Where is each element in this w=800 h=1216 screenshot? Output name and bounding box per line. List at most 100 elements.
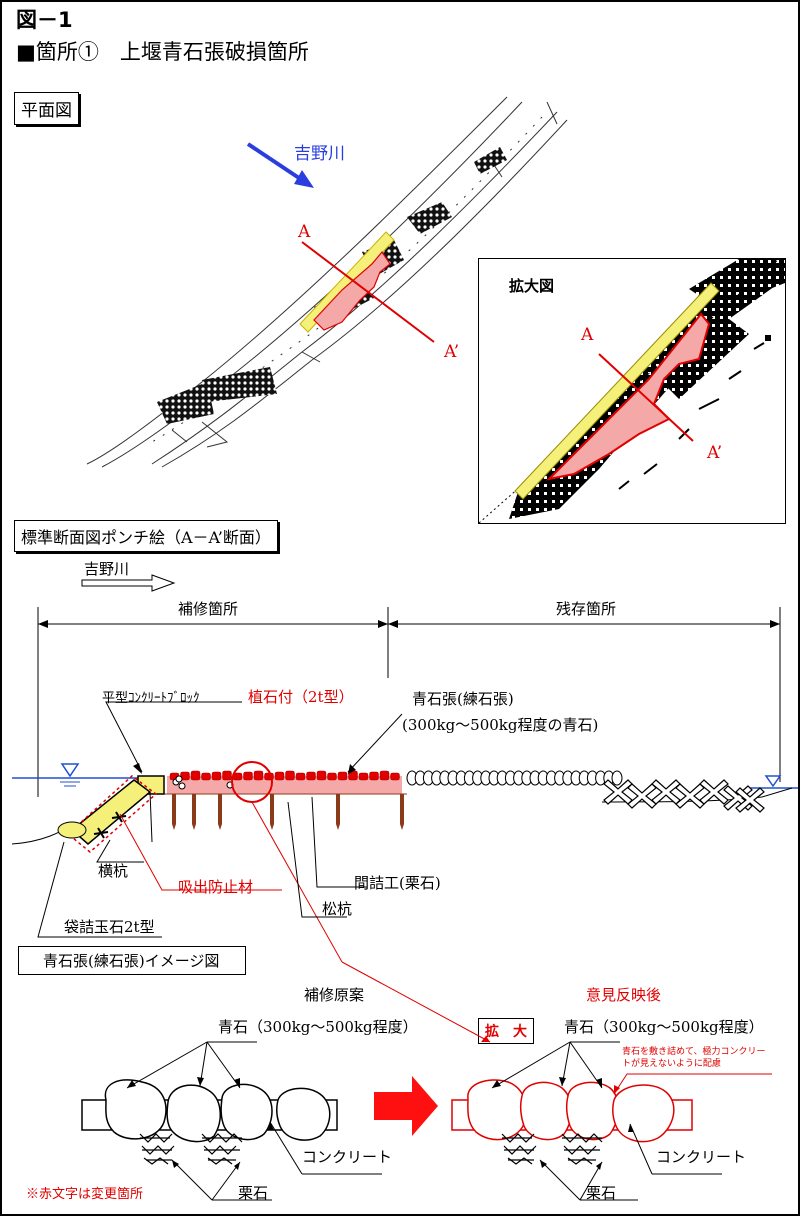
right-kuriishi-label: 栗石 (586, 1184, 617, 1202)
fukurozume-label: 袋詰玉石2t型 (64, 918, 155, 936)
planted-stone (390, 772, 400, 781)
zoom-view (479, 259, 785, 523)
section-flow-arrow (81, 574, 176, 592)
note-line-1: 青石を敷き詰めて、極力コンクリー (622, 1047, 766, 1057)
left-stone-4 (275, 1087, 331, 1141)
left-detail (81, 1041, 382, 1201)
stone-patch-5 (202, 367, 277, 402)
planted-stone (243, 771, 253, 781)
zoom-box: 拡大図 A A’ (478, 258, 786, 524)
image-title: 青石張(練石張)イメージ図 (18, 946, 247, 975)
stone-patch-1 (474, 147, 507, 174)
planted-stone (190, 770, 201, 781)
suction-prevention-layer (66, 775, 158, 853)
left-aoishi-label: 青石（300kg～500kg程度） (218, 1018, 418, 1036)
leader-fukurozume (37, 841, 162, 938)
zoom-yellow-strip (514, 282, 720, 500)
leader-suidashi (119, 813, 282, 891)
zoom-sec-a: A (581, 325, 594, 345)
figure-heading: ■箇所① 上堰青石張破損箇所 (16, 40, 309, 64)
right-detail (451, 1041, 772, 1201)
right-stone-1 (467, 1079, 528, 1141)
bank-line-lower-2 (161, 119, 568, 468)
broken-stone-x (699, 779, 729, 805)
bank-line-lower (151, 111, 558, 465)
plan-yellow-strip (299, 231, 395, 333)
planted-stone (295, 772, 306, 781)
pine-pile (192, 794, 196, 830)
pine-pile (336, 794, 340, 830)
stone-patch-6 (157, 382, 214, 424)
zoom-title: 拡大図 (509, 277, 555, 295)
right-stone-3 (565, 1081, 619, 1141)
pine-pile (400, 794, 404, 830)
section-label: 標準断面図ポンチ絵（A－A’断面） (14, 520, 278, 552)
right-kuriishi (501, 1133, 603, 1165)
repair-span-label: 補修箇所 (178, 600, 239, 618)
planted-stone (211, 771, 222, 781)
planted-label: 植石付（2t型） (248, 688, 354, 706)
comparison-arrow (374, 1076, 438, 1136)
zoom-section-line (598, 353, 694, 442)
mazume-layer (167, 776, 402, 794)
planted-stone (285, 770, 295, 781)
planted-stone (201, 772, 211, 781)
water-level-mark-left (60, 763, 80, 778)
block-label: 平型ｺﾝｸﾘｰﾄﾌﾞﾛｯｸ (102, 691, 200, 706)
leader-block (105, 701, 242, 773)
leader-yokogui (96, 839, 144, 863)
left-stone-1 (104, 1079, 167, 1140)
planted-stone (337, 771, 348, 781)
remain-span-label: 残存箇所 (556, 600, 617, 618)
pine-pile (172, 794, 176, 830)
remaining-stones (406, 770, 623, 786)
plan-river-label: 吉野川 (294, 144, 345, 164)
right-stone-4 (611, 1084, 675, 1143)
plan-damage-area (313, 250, 391, 331)
planted-stone (253, 770, 264, 781)
right-detail-title: 意見反映後 (586, 986, 662, 1004)
planted-stone (274, 771, 285, 781)
bank-line-upper (86, 96, 508, 465)
stone-patch-2 (407, 202, 452, 234)
leader-mazume (311, 796, 367, 888)
plan-section-line (301, 241, 435, 343)
cobble-stone (611, 770, 623, 786)
planted-stone (222, 770, 232, 781)
section-river-label: 吉野川 (84, 560, 130, 578)
aoishi-label: 青石張(練石張) (412, 690, 514, 708)
matsugui-label: 松杭 (322, 900, 353, 918)
fukurozume-stone (57, 821, 87, 839)
flow-arrow-shaft (246, 142, 304, 182)
yokogui-label: 横杭 (98, 862, 129, 880)
bank-line-upper-2 (101, 101, 523, 468)
plan-label: 平面図 (14, 92, 79, 125)
planted-stone (316, 770, 327, 781)
footnote: ※赤文字は変更箇所 (26, 1187, 144, 1202)
suidashi-label: 吸出防止材 (178, 878, 254, 896)
planted-stone (379, 770, 390, 781)
right-stone-2 (519, 1081, 572, 1141)
aoishi-sub-label: (300kg～500kg程度の青石) (402, 716, 599, 734)
pine-piles (172, 794, 404, 830)
broken-stone-x (735, 787, 765, 813)
planted-stone (306, 771, 316, 781)
left-stone-2 (166, 1084, 221, 1143)
left-stone-3 (220, 1083, 273, 1141)
right-concrete-label: コンクリート (656, 1148, 747, 1166)
right-aoishi-label: 青石（300kg～500kg程度） (564, 1018, 764, 1036)
section-view (11, 574, 798, 962)
figure-number: 図－1 (16, 8, 73, 32)
left-concrete-label: コンクリート (302, 1148, 393, 1166)
planted-stone (358, 772, 369, 781)
pine-pile (270, 794, 274, 830)
left-kuriishi (139, 1133, 243, 1165)
pine-pile (218, 794, 222, 830)
mazume-label: 間詰工(栗石) (354, 874, 441, 892)
leader-matsugui (287, 801, 347, 918)
plan-sec-a: A (298, 222, 311, 242)
broken-stones (603, 779, 765, 813)
water-level-mark-right (764, 775, 782, 788)
